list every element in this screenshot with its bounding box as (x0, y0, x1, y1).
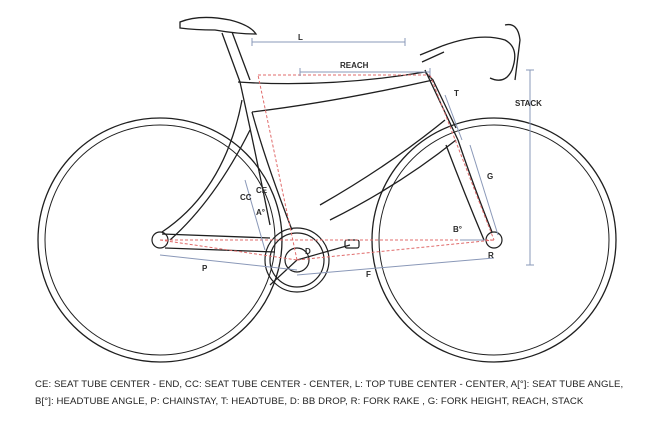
label-l: L (298, 33, 303, 42)
legend-caption: CE: SEAT TUBE CENTER - END, CC: SEAT TUB… (35, 379, 624, 407)
bike-geometry-diagram: L REACH STACK T G B° R CC CE A° D P F (37, 16, 617, 363)
label-reach: REACH (340, 61, 369, 70)
reference-lines (159, 74, 495, 261)
label-cc: CC (240, 193, 252, 202)
label-a: A° (256, 208, 265, 217)
label-stack: STACK (515, 99, 542, 108)
label-g: G (487, 172, 493, 181)
label-t: T (454, 89, 459, 98)
label-f: F (366, 270, 371, 279)
crankset (264, 227, 360, 293)
dimension-lines (159, 38, 534, 276)
saddle (179, 16, 258, 35)
label-p: P (202, 264, 208, 273)
label-r: R (488, 251, 494, 260)
bike-frame (161, 23, 521, 253)
label-b: B° (453, 225, 462, 234)
label-d: D (305, 247, 311, 256)
label-ce: CE (256, 186, 268, 195)
